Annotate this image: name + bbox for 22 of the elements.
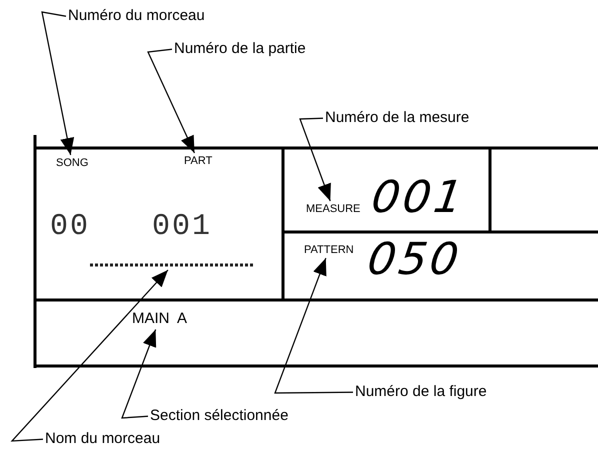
leader-line [10,270,168,442]
display-label: PATTERN [304,244,354,256]
dot-matrix-readout: 00 [50,212,90,242]
leader-line [121,329,156,419]
leader-line [274,258,353,394]
segment-readout: 050 [364,238,464,282]
callout-label: Numéro de la mesure [325,110,470,126]
callout-label: Numéro du morceau [68,8,205,24]
callout-label: Section sélectionnée [150,408,288,424]
leader-line [41,11,74,156]
leader-line [147,48,195,154]
callout-label: Numéro de la figure [355,384,487,400]
leader-line [299,118,331,202]
display-label: MAIN A [132,311,188,328]
segment-readout: 001 [368,176,468,220]
dotted-name-bar [90,262,255,268]
display-label: SONG [56,157,88,170]
callout-label: Nom du morceau [45,431,160,448]
display-label: MEASURE [306,203,360,216]
dot-matrix-readout: 001 [152,212,212,242]
callout-label: Numéro de la partie [174,41,306,58]
display-label: PART [184,155,212,168]
